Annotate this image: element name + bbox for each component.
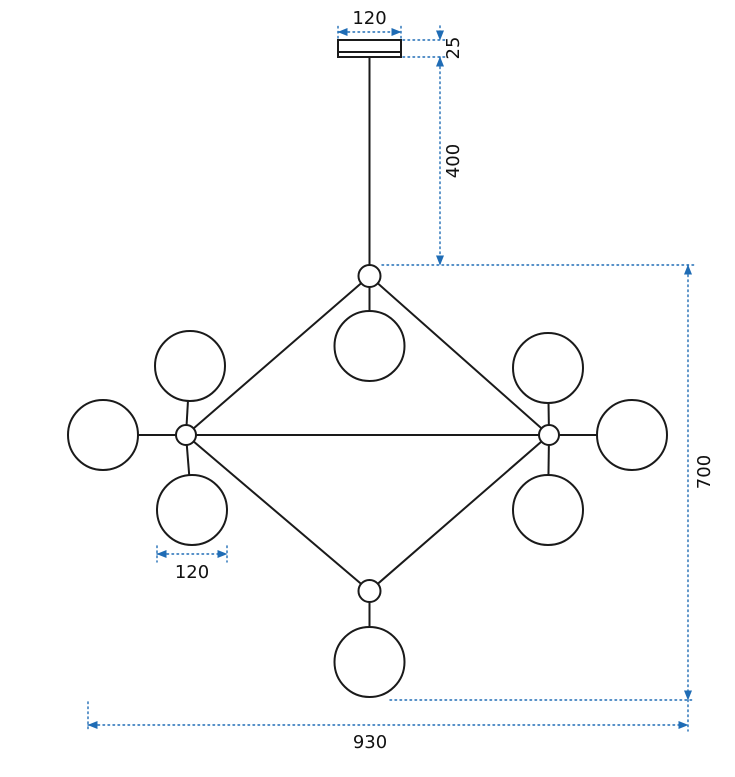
frame-arm-bottom-right: [368, 434, 550, 592]
hub-bottom: [357, 579, 382, 603]
dim-label-fixture-width: 930: [353, 732, 387, 753]
dim-label-shade-diameter: 120: [175, 562, 209, 583]
globe-right-bottom: [512, 474, 584, 546]
dim-label-suspension-length: 400: [443, 144, 464, 178]
globe-left-outer: [67, 399, 139, 471]
frame-arm-top-left: [185, 275, 371, 436]
fixture-geometry: [67, 39, 668, 698]
globe-left-bottom: [156, 474, 228, 546]
hub-top: [357, 264, 382, 288]
dim-label-fixture-height: 700: [694, 455, 715, 489]
hub-left: [175, 424, 197, 446]
globe-bottom: [333, 626, 406, 698]
dim-label-canopy-height: 25: [443, 37, 464, 60]
globe-top: [333, 310, 406, 382]
globe-right-top: [512, 332, 584, 404]
hub-right: [538, 424, 560, 446]
globe-left-top: [154, 330, 226, 402]
ceiling-canopy: [337, 39, 402, 58]
frame-arm-top-right: [368, 275, 550, 436]
dimension-labels: 120 25 400 700 930 120: [175, 8, 715, 753]
dimension-annotations: [87, 25, 696, 732]
frame-arm-bottom-left: [185, 434, 371, 592]
globe-right-outer: [596, 399, 668, 471]
dim-label-canopy-width: 120: [352, 8, 386, 29]
